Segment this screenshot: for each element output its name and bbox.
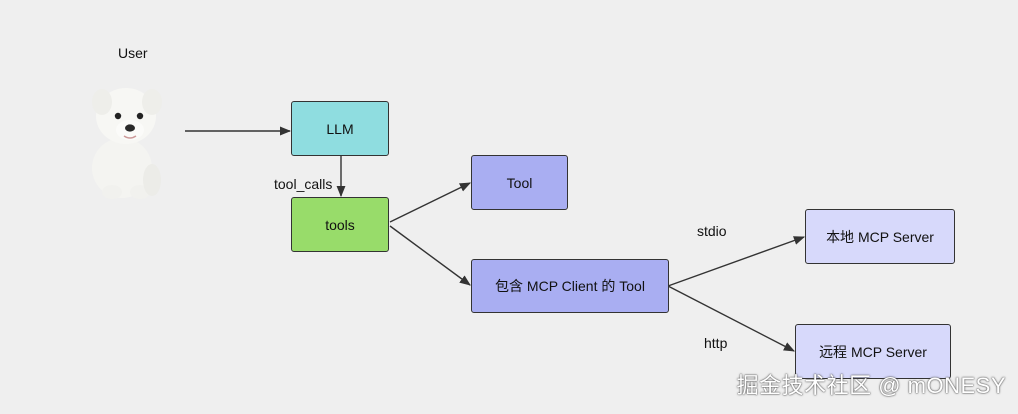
puppy-icon	[92, 88, 162, 199]
edge-mcp-tool-to-remote-server	[667, 285, 795, 352]
watermark: 掘金技术社区 @ mONESY	[736, 373, 1006, 398]
tools-node: tools	[291, 197, 389, 252]
remote-mcp-server-node: 远程 MCP Server	[795, 324, 951, 379]
tool-calls-label: tool_calls	[274, 176, 333, 192]
stdio-label: stdio	[697, 223, 727, 239]
mcp-client-tool-node: 包含 MCP Client 的 Tool	[471, 259, 669, 313]
llm-node: LLM	[291, 101, 389, 156]
user-label: User	[118, 45, 148, 61]
edge-tools-to-tool	[389, 182, 472, 223]
tool-node: Tool	[471, 155, 568, 210]
local-mcp-server-node: 本地 MCP Server	[805, 209, 955, 264]
edge-mcp-tool-to-local-server	[667, 236, 806, 287]
http-label: http	[704, 335, 728, 351]
edge-tools-to-mcp-tool	[389, 225, 471, 286]
